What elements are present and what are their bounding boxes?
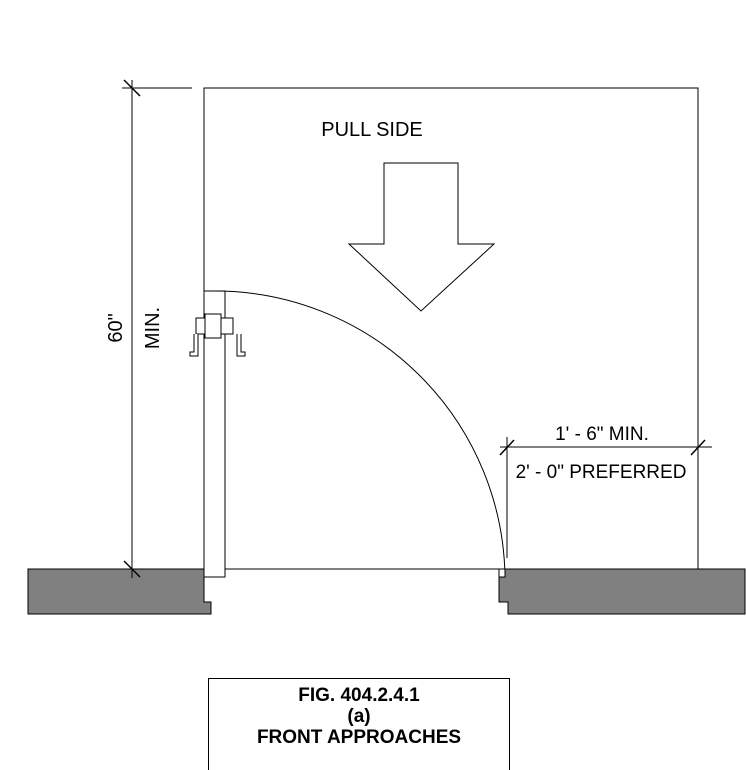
figure-number: FIG. 404.2.4.1: [298, 685, 420, 706]
depth-tick-top: [123, 79, 141, 97]
figure-sub-label: (a): [347, 706, 371, 727]
clear-floor-space-outline: [203, 87, 699, 569]
pull-direction-arrow: [347, 162, 496, 312]
door-swing-arc: [214, 290, 506, 578]
pull-side-label: PULL SIDE: [321, 119, 423, 141]
right-wall: [498, 568, 746, 615]
figure-title: FRONT APPROACHES: [256, 727, 462, 748]
left-wall: [27, 568, 212, 615]
clearance-minimum-label: 1' - 6" MIN.: [555, 424, 649, 445]
depth-dimension-qualifier: MIN.: [142, 307, 164, 349]
strike-jamb: [498, 568, 506, 578]
clearance-tick-right: [690, 439, 706, 456]
door-leaf: [203, 290, 226, 578]
clearance-preferred-label: 2' - 0" PREFERRED: [516, 462, 687, 483]
lever-handle-icon: [189, 313, 246, 357]
depth-dimension-value: 60": [105, 313, 127, 342]
figure-caption: FIG. 404.2.4.1 (a) FRONT APPROACHES: [208, 678, 510, 770]
depth-tick-bottom: [123, 560, 141, 578]
clearance-tick-left: [499, 439, 515, 456]
